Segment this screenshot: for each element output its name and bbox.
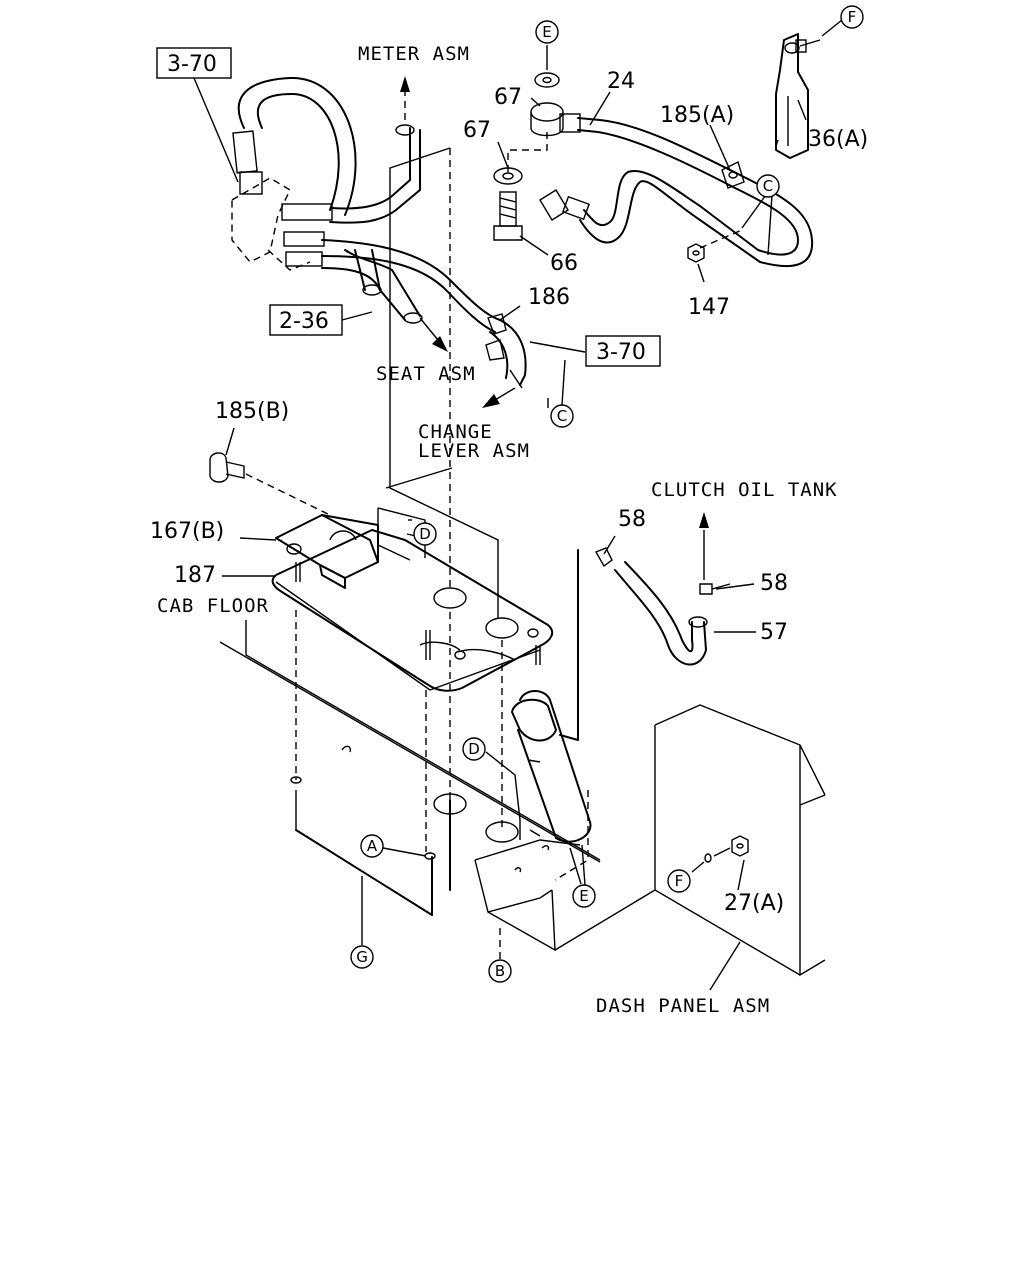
callout-d-lower-circle [462, 737, 486, 761]
part-24: 24 [607, 69, 635, 94]
callout-f-top-circle [840, 5, 864, 29]
label-change-lever-1: CHANGE [418, 421, 493, 443]
hose-manifold [231, 76, 527, 389]
part-185b: 185(B) [215, 399, 289, 424]
callout-f-lower: F [675, 872, 684, 890]
dash-panel [554, 704, 826, 977]
callout-d-lower: D [468, 740, 480, 758]
pipe-assembly-24 [493, 33, 821, 268]
ref-2-36-text: 2-36 [279, 309, 329, 334]
callout-b-circle [488, 959, 512, 983]
ref-3-70-right-text: 3-70 [596, 340, 646, 365]
callout-a: A [367, 837, 378, 855]
part-187: 187 [174, 563, 216, 588]
callout-d-upper-circle [413, 522, 437, 546]
callout-c-lower-circle [550, 404, 574, 428]
part-66: 66 [550, 251, 578, 276]
part-147: 147 [688, 295, 730, 320]
cab-floor [219, 620, 601, 945]
ref-3-70-top-text: 3-70 [167, 52, 217, 77]
label-clutch-oil-tank: CLUTCH OIL TANK [651, 479, 838, 501]
callout-d-upper: D [419, 525, 431, 543]
callout-a-circle [360, 834, 384, 858]
callout-f-lower-circle [667, 869, 691, 893]
part-167b: 167(B) [150, 519, 224, 544]
callout-g-circle [350, 945, 374, 969]
callout-e-top-circle [535, 20, 559, 44]
clutch-hose-57 [594, 512, 731, 666]
part-67-mid: 67 [463, 118, 491, 143]
leader-lines [193, 19, 843, 991]
ref-box-2-36 [269, 304, 343, 336]
callout-b: B [495, 962, 505, 980]
callout-c-right-circle [756, 174, 780, 198]
callout-e-lower: E [579, 887, 588, 905]
floor-bracket [209, 147, 554, 852]
part-186: 186 [528, 285, 570, 310]
assembly-arrows [400, 76, 516, 408]
label-meter-asm: METER ASM [358, 43, 470, 65]
part-58-right: 58 [760, 571, 788, 596]
callouts: E F C C D D A E F G B [350, 5, 864, 983]
callout-c-right: C [763, 177, 773, 195]
reference-boxes: 3-70 2-36 3-70 [156, 47, 661, 367]
callout-f-top: F [848, 8, 857, 26]
label-cab-floor: CAB FLOOR [157, 595, 269, 617]
label-dash-panel-asm: DASH PANEL ASM [596, 995, 770, 1017]
part-36a: 36(A) [808, 127, 868, 152]
label-seat-asm: SEAT ASM [376, 363, 476, 385]
part-185a: 185(A) [660, 103, 734, 128]
part-27a: 27(A) [724, 891, 784, 916]
shift-boot [474, 549, 592, 960]
callout-e-lower-circle [572, 884, 596, 908]
callout-c-lower: C [557, 407, 567, 425]
assembly-labels: METER ASM SEAT ASM CHANGE LEVER ASM CLUT… [157, 43, 838, 1017]
part-58-left: 58 [618, 507, 646, 532]
part-57: 57 [760, 620, 788, 645]
callout-g: G [356, 948, 368, 966]
part-67-top: 67 [494, 85, 522, 110]
callout-e-top: E [542, 23, 551, 41]
part-numbers: 24 67 67 66 185(A) 36(A) 147 186 185(B) … [150, 69, 868, 916]
ref-box-3-70-right [585, 335, 661, 367]
ref-box-3-70-top [156, 47, 232, 79]
label-change-lever-2: LEVER ASM [418, 440, 530, 462]
